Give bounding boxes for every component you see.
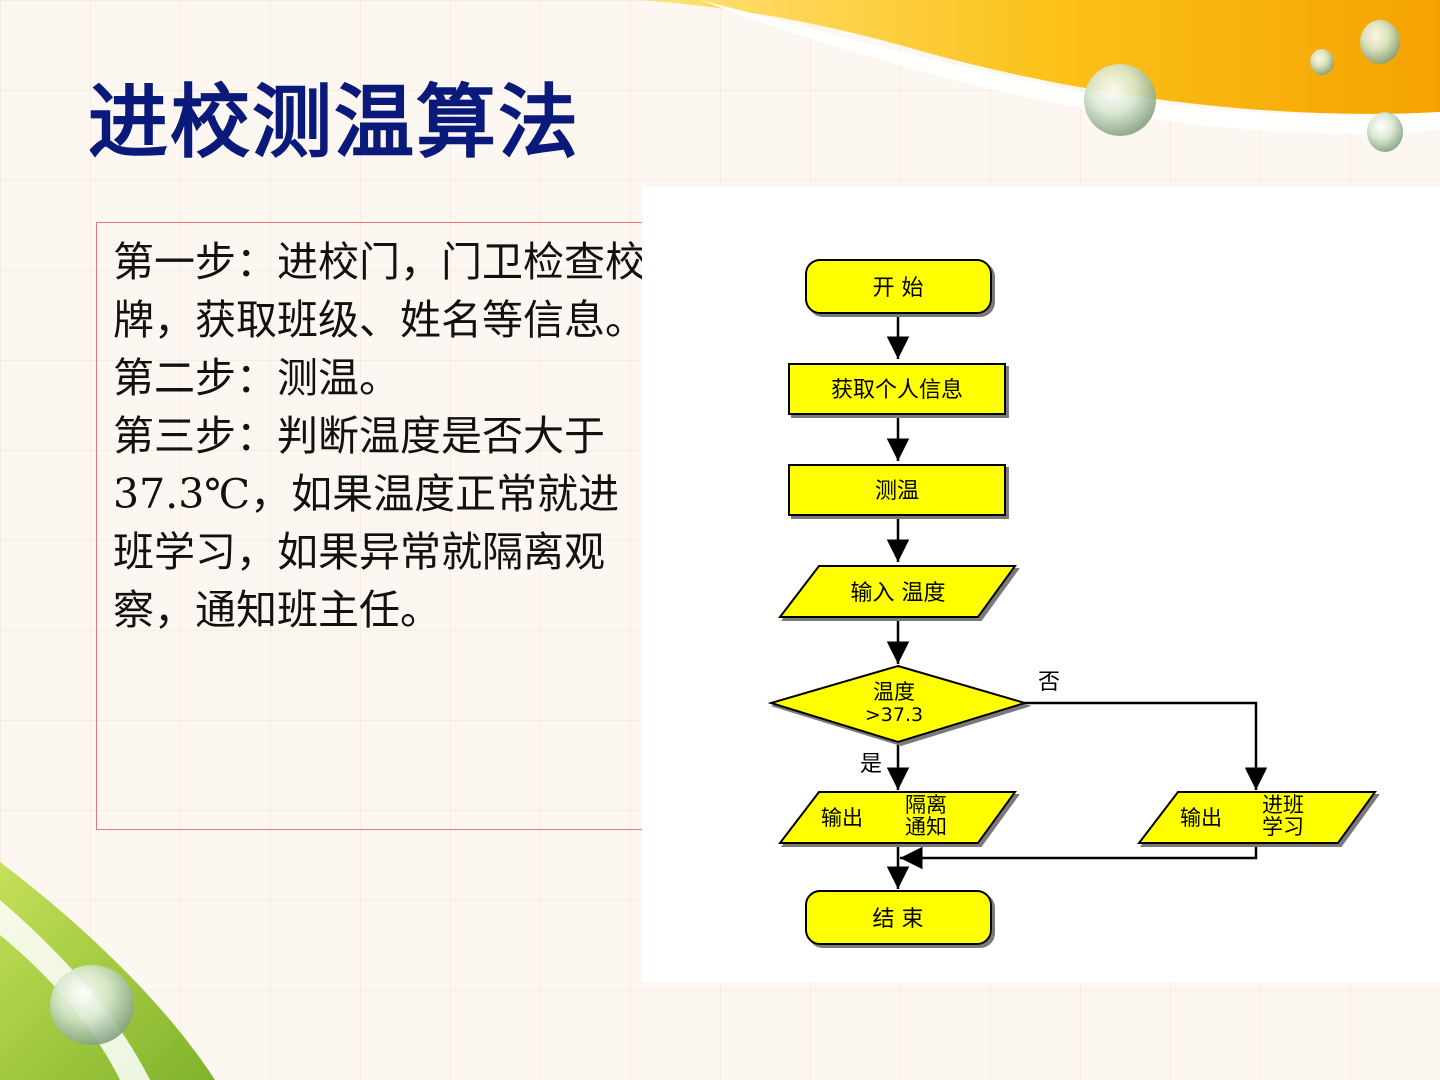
step-1-text: 第一步：进校门，门卫检查校牌，获取班级、姓名等信息。: [113, 238, 646, 344]
end-node: 结 束: [805, 890, 992, 945]
output-isolate-node: 输出 隔离 通知: [777, 791, 1017, 844]
end-label: 结 束: [873, 907, 924, 932]
output-isolate-line2: 通知: [905, 815, 947, 839]
decision-label-line1: 温度: [873, 680, 915, 704]
output-isolate-prefix: 输出: [821, 806, 863, 830]
water-drop-icon: [1367, 112, 1403, 152]
slide-title: 进校测温算法: [88, 75, 580, 169]
steps-text-box: 第一步：进校门，门卫检查校牌，获取班级、姓名等信息。 第二步：测温。 第三步：判…: [96, 222, 652, 830]
start-node: 开 始: [805, 259, 992, 314]
output-class-node: 输出 进班 学习: [1136, 791, 1377, 844]
output-isolate-line1: 隔离: [905, 793, 947, 817]
water-drop-icon: [1360, 20, 1400, 64]
input-label: 输入 温度: [851, 581, 946, 606]
get-info-label: 获取个人信息: [831, 378, 963, 403]
arrow-decision-to-no: [1025, 701, 1268, 790]
arrow-no-to-end: [900, 843, 1258, 870]
decision-node: 温度 >37.3: [767, 664, 1029, 744]
measure-node: 测温: [788, 464, 1006, 516]
orange-swoosh: [640, 0, 1440, 114]
get-info-node: 获取个人信息: [788, 363, 1006, 415]
water-drop-icon: [1084, 64, 1156, 136]
step-2-text: 第二步：测温。: [113, 354, 400, 402]
connectors: [886, 313, 1268, 889]
output-class-prefix: 输出: [1180, 806, 1222, 830]
measure-label: 测温: [875, 479, 919, 504]
input-node: 输入 温度: [777, 565, 1017, 618]
water-drop-icon: [1310, 49, 1334, 75]
start-label: 开 始: [873, 276, 924, 301]
white-swoosh-top: [700, 0, 1440, 134]
yes-branch-label: 是: [860, 752, 882, 777]
flowchart: 开 始 获取个人信息 测温 输入 温度 温度 >37.3 是 否 输出: [767, 259, 1377, 945]
no-branch-label: 否: [1038, 670, 1060, 695]
flowchart-panel: 开 始 获取个人信息 测温 输入 温度 温度 >37.3 是 否 输出: [642, 187, 1440, 982]
decision-label-line2: >37.3: [865, 704, 923, 726]
output-class-line2: 学习: [1262, 815, 1304, 839]
water-drop-icon: [50, 965, 134, 1045]
step-3-text: 第三步：判断温度是否大于 37.3℃，如果温度正常就进班学习，如果异常就隔离观察…: [113, 412, 620, 634]
output-class-line1: 进班: [1262, 793, 1304, 817]
